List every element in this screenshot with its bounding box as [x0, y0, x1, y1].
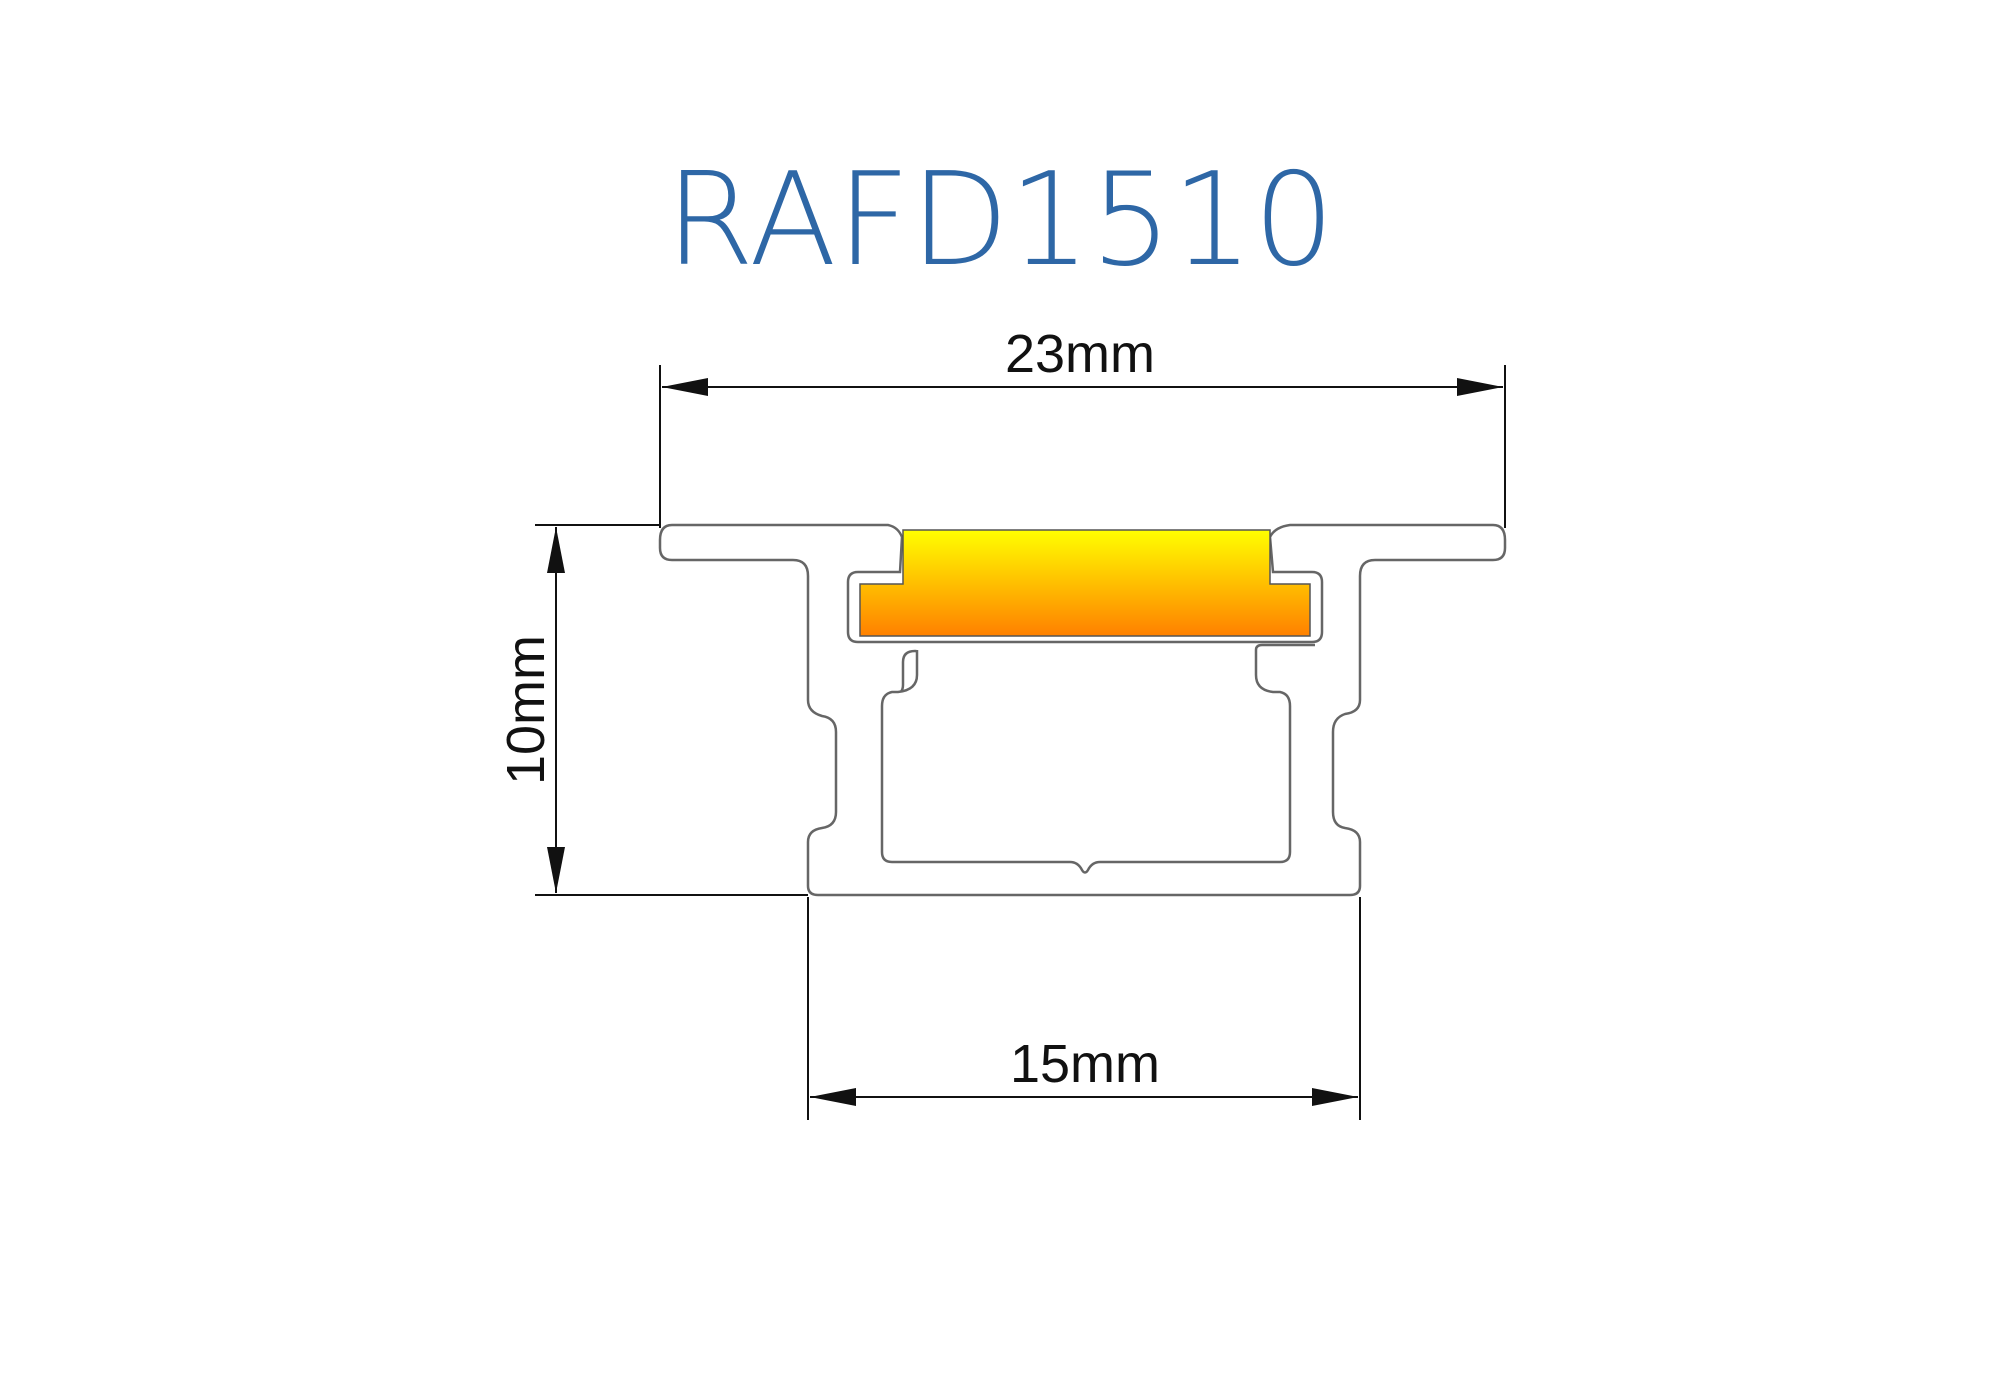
height-dimension [535, 524, 808, 896]
arrow-left-icon [810, 1088, 856, 1106]
profile-inner-channel [880, 643, 1315, 874]
height-label: 10mm [496, 635, 556, 785]
arrow-right-icon [1457, 378, 1503, 396]
width-top-dimension [659, 365, 1506, 528]
width-top-label: 23mm [1005, 324, 1155, 384]
width-bottom-label: 15mm [1010, 1034, 1160, 1094]
led-strip [859, 529, 1311, 637]
width-bottom-dimension [807, 897, 1361, 1120]
arrow-down-icon [547, 847, 565, 893]
arrow-left-icon [662, 378, 708, 396]
arrow-right-icon [1312, 1088, 1358, 1106]
arrow-up-icon [547, 527, 565, 573]
page-title: RAFD1510 [665, 146, 1334, 295]
